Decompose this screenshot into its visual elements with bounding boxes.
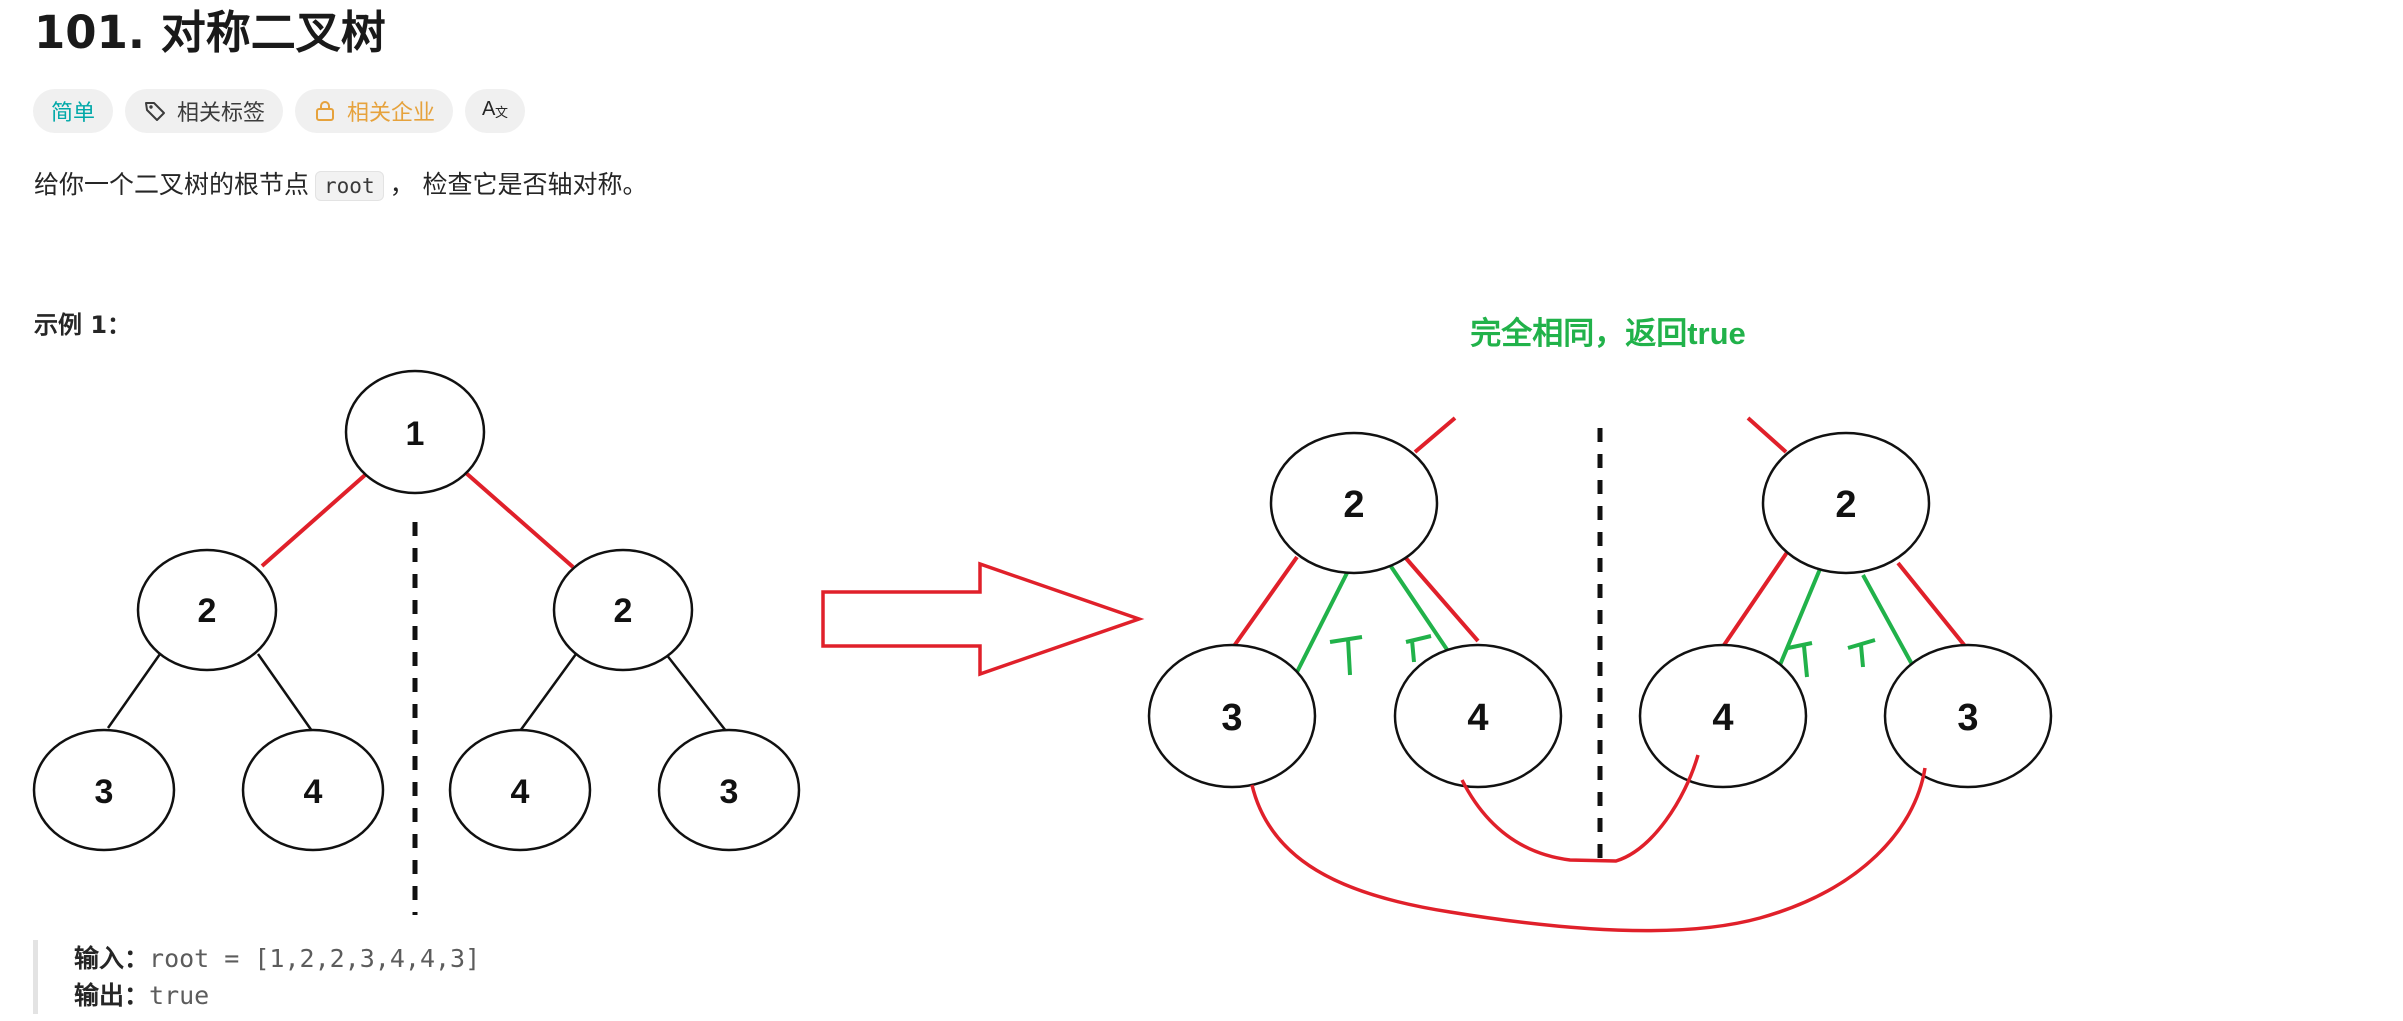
related-tags-label: 相关标签	[177, 101, 266, 126]
svg-text:文: 文	[495, 105, 508, 120]
edge-red	[1718, 546, 1792, 653]
input-label: 输入：	[74, 944, 150, 973]
node-label: 4	[304, 773, 323, 811]
description-text-after: ， 检查它是否轴对称。	[389, 170, 648, 199]
edge-root-right	[464, 471, 575, 569]
subtree-node-4: 4	[1638, 643, 1808, 789]
node-label: 3	[1221, 697, 1242, 739]
tag-icon	[143, 99, 167, 123]
edge-top-left	[1413, 416, 1457, 454]
difficulty-tag[interactable]: 简单	[33, 89, 114, 133]
green-t-marks	[1329, 634, 1876, 678]
tree-node-root: 1	[344, 369, 486, 495]
root-code: root	[315, 171, 384, 201]
related-tags-button[interactable]: 相关标签	[125, 89, 284, 133]
edge-green	[1778, 568, 1822, 666]
node-label: 4	[1467, 697, 1488, 739]
node-label: 3	[1957, 697, 1978, 739]
output-label: 输出：	[74, 981, 150, 1010]
edge-left-4	[256, 653, 314, 732]
example-output-row: 输出： true	[74, 977, 480, 1014]
related-companies-button[interactable]: 相关企业	[295, 89, 454, 133]
subtree-node-3: 3	[1883, 643, 2053, 789]
edge-right-3	[665, 653, 727, 732]
difficulty-label: 简单	[51, 101, 96, 126]
tree-node-right-2: 2	[552, 548, 694, 672]
edge-left-3	[106, 653, 162, 729]
input-value: root = [1,2,2,3,4,4,3]	[149, 944, 481, 973]
related-companies-label: 相关企业	[347, 101, 436, 126]
problem-title: 101. 对称二叉树	[34, 6, 386, 59]
lock-icon	[313, 99, 337, 123]
example-input-row: 输入： root = [1,2,2,3,4,4,3]	[74, 940, 480, 977]
subtree-node-2: 2	[1761, 431, 1931, 575]
tree-node-left-2: 2	[136, 548, 278, 672]
node-label: 4	[1712, 697, 1733, 739]
tree-node-3: 3	[657, 728, 801, 852]
node-label: 1	[406, 415, 425, 453]
compare-inner-curve	[1460, 754, 1700, 863]
edge-top-right	[1746, 416, 1788, 454]
tree-node-4: 4	[448, 728, 592, 852]
tree-node-4: 4	[241, 728, 385, 852]
node-label: 4	[511, 773, 530, 811]
example-title: 示例 1：	[34, 311, 132, 339]
node-label: 2	[1343, 484, 1364, 526]
subtree-node-3: 3	[1147, 643, 1317, 789]
arrow-right-icon	[821, 561, 1145, 677]
node-label: 2	[1835, 484, 1856, 526]
edge-red	[1232, 555, 1299, 648]
node-label: 2	[198, 592, 217, 630]
node-label: 3	[720, 773, 739, 811]
example-block: 输入： root = [1,2,2,3,4,4,3] 输出： true	[33, 940, 480, 1014]
subtree-node-2: 2	[1269, 431, 1439, 575]
subtree-node-4: 4	[1393, 643, 1563, 789]
edge-green	[1294, 570, 1350, 675]
edge-red	[1896, 561, 1971, 653]
node-label: 2	[614, 592, 633, 630]
compare-outer-curve	[1250, 767, 1927, 933]
description-text-before: 给你一个二叉树的根节点	[34, 170, 310, 199]
edge-green	[1388, 563, 1452, 656]
edge-right-4	[518, 653, 578, 732]
svg-text:A: A	[482, 98, 496, 120]
node-label: 3	[95, 773, 114, 811]
edge-root-left	[260, 466, 375, 568]
annotation-text: 完全相同，返回true	[1470, 316, 1746, 351]
tree-node-3: 3	[32, 728, 176, 852]
edge-green	[1861, 574, 1916, 669]
edge-red	[1402, 554, 1480, 643]
output-value: true	[149, 981, 210, 1010]
